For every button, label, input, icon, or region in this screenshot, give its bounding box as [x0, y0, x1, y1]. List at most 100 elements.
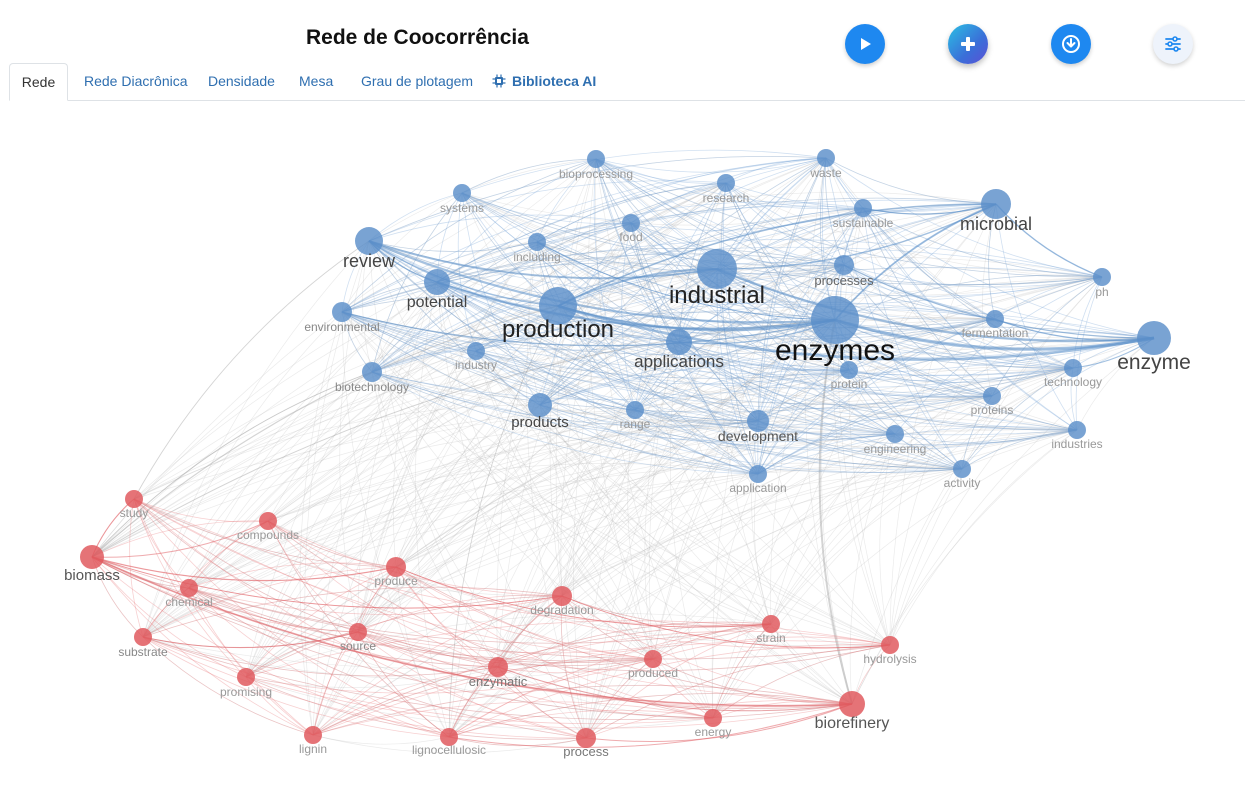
network-node-range[interactable]: [626, 401, 644, 419]
network-edge: [630, 222, 759, 475]
network-node-label: energy: [695, 725, 732, 739]
network-edge: [188, 587, 450, 738]
network-node-application[interactable]: [749, 465, 767, 483]
network-edge: [475, 350, 759, 422]
network-edge: [991, 276, 1103, 397]
network-edge: [312, 341, 680, 736]
network-node-industrial[interactable]: [697, 249, 737, 289]
network-edge: [245, 222, 632, 678]
network-edge: [395, 566, 450, 738]
network-node-sustainable[interactable]: [854, 199, 872, 217]
network-node-enzymes[interactable]: [811, 296, 859, 344]
network-node-lignin[interactable]: [304, 726, 322, 744]
network-node-biorefinery[interactable]: [839, 691, 865, 717]
network-node-produce[interactable]: [386, 557, 406, 577]
network-edge: [341, 311, 759, 475]
network-node-source[interactable]: [349, 623, 367, 641]
network-edge: [267, 420, 759, 522]
add-button[interactable]: [948, 24, 988, 64]
tab-densidade[interactable]: Densidade: [208, 73, 275, 89]
network-node-lignocellulosic[interactable]: [440, 728, 458, 746]
network-node-production[interactable]: [539, 287, 577, 325]
network-node-potential[interactable]: [424, 269, 450, 295]
network-edge: [496, 158, 597, 668]
network-node-chemical[interactable]: [180, 579, 198, 597]
network-edge: [539, 404, 654, 660]
network-node-activity[interactable]: [953, 460, 971, 478]
network-node-process[interactable]: [576, 728, 596, 748]
network-node-development[interactable]: [747, 410, 769, 432]
network-node-protein[interactable]: [840, 361, 858, 379]
network-node-engineering[interactable]: [886, 425, 904, 443]
tab-mesa[interactable]: Mesa: [299, 73, 334, 89]
network-edge: [678, 157, 827, 343]
network-node-proteins[interactable]: [983, 387, 1001, 405]
network-edge: [133, 305, 559, 500]
network-edge: [188, 395, 993, 589]
network-edge: [142, 240, 370, 638]
network-edge: [630, 222, 896, 435]
network-node-ph[interactable]: [1093, 268, 1111, 286]
tab-grau-de-plotagem[interactable]: Grau de plotagem: [361, 73, 474, 89]
network-node-hydrolysis[interactable]: [881, 636, 899, 654]
network-node-technology[interactable]: [1064, 359, 1082, 377]
network-node-study[interactable]: [125, 490, 143, 508]
network-node-substrate[interactable]: [134, 628, 152, 646]
network-node-research[interactable]: [717, 174, 735, 192]
play-button[interactable]: [845, 24, 885, 64]
network-node-products[interactable]: [528, 393, 552, 417]
network-edge: [245, 631, 359, 678]
network-edge: [595, 158, 680, 343]
tab-rede[interactable]: Rede: [9, 63, 68, 101]
network-edge: [341, 262, 718, 313]
network-edge: [461, 192, 541, 406]
network-edge: [557, 203, 997, 307]
network-node-bioprocessing[interactable]: [587, 150, 605, 168]
download-button[interactable]: [1051, 24, 1091, 64]
network-edge: [555, 158, 597, 739]
network-node-processes[interactable]: [834, 255, 854, 275]
network-edge: [630, 222, 963, 470]
network-node-biomass[interactable]: [80, 545, 104, 569]
network-node-environmental[interactable]: [332, 302, 352, 322]
network-edge: [634, 264, 845, 411]
network-node-including[interactable]: [528, 233, 546, 251]
network-node-energy[interactable]: [704, 709, 722, 727]
network-node-food[interactable]: [622, 214, 640, 232]
network-node-strain[interactable]: [762, 615, 780, 633]
network-node-promising[interactable]: [237, 668, 255, 686]
settings-button[interactable]: [1153, 24, 1193, 64]
network-edge: [448, 203, 997, 738]
network-node-enzyme[interactable]: [1137, 321, 1171, 355]
network-node-degradation[interactable]: [552, 586, 572, 606]
network-edge: [368, 240, 538, 252]
network-node-applications[interactable]: [666, 329, 692, 355]
network-edge: [561, 595, 891, 649]
network-edge: [585, 644, 891, 739]
network-node-industry[interactable]: [467, 342, 485, 360]
network-node-label: enzymatic: [469, 674, 528, 689]
network-edge: [371, 371, 587, 739]
network-edge: [245, 631, 359, 678]
network-edge: [716, 268, 1074, 369]
network-node-waste[interactable]: [817, 149, 835, 167]
network-node-systems[interactable]: [453, 184, 471, 202]
network-node-biotechnology[interactable]: [362, 362, 382, 382]
network-node-compounds[interactable]: [259, 512, 277, 530]
network-node-microbial[interactable]: [981, 189, 1011, 219]
tab-biblioteca-ai[interactable]: Biblioteca AI: [492, 63, 596, 99]
network-node-enzymatic[interactable]: [488, 657, 508, 677]
tab-rede-diacronica[interactable]: Rede Diacrônica: [84, 73, 188, 89]
network-edge: [539, 317, 996, 406]
network-edge: [757, 157, 827, 422]
network-node-industries[interactable]: [1068, 421, 1086, 439]
network-edge: [497, 621, 772, 668]
network-edge: [448, 337, 1155, 738]
network-edge: [848, 367, 1074, 383]
network-node-fermentation[interactable]: [986, 310, 1004, 328]
network-edge: [142, 371, 373, 638]
network-node-review[interactable]: [355, 227, 383, 255]
network-node-produced[interactable]: [644, 650, 662, 668]
